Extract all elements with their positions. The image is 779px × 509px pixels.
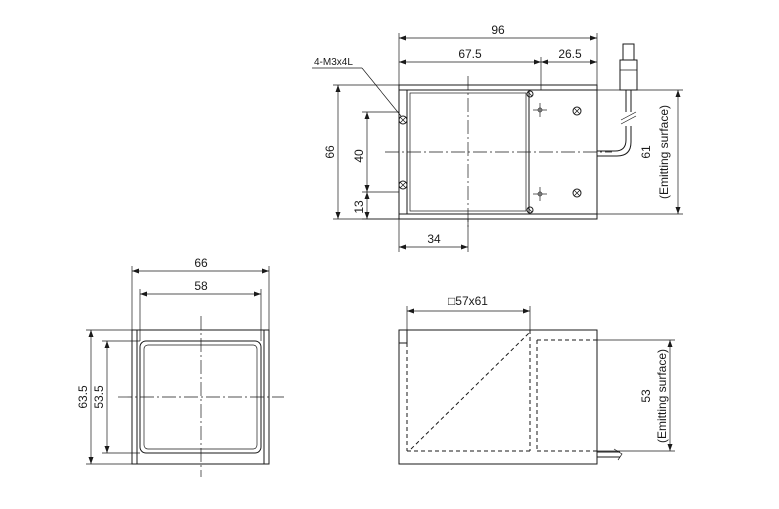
front-view: 96 67.5 26.5 4-M3x4L 66 [312, 23, 683, 252]
dim-96-label: 96 [491, 23, 505, 37]
thread-callout: 4-M3x4L [312, 57, 402, 117]
dimension-emitting-height: 61 (Emitting surface) [597, 89, 683, 215]
dimension-overall-width: 96 [398, 23, 598, 85]
dimension-side-width: 66 [131, 256, 270, 330]
dimension-side-height: 63.5 [76, 329, 132, 465]
top-body-outline [398, 329, 598, 465]
dim-58-label: 58 [194, 279, 208, 293]
dim-53-5-label: 53.5 [92, 385, 106, 409]
dim-67-5-label: 67.5 [458, 47, 482, 61]
dim-40-label: 40 [352, 149, 366, 163]
dim-34-label: 34 [427, 232, 441, 246]
emitting-surface-label: (Emitting surface) [657, 105, 671, 199]
dim-53-label: 53 [639, 389, 653, 403]
dimension-top-emitting-height: 53 (Emitting surface) [597, 339, 675, 452]
dimension-hole-offset: 13 [352, 192, 399, 220]
dim-61-label: 61 [639, 145, 653, 159]
screw-icon [572, 106, 582, 116]
hole-mark-icon [533, 103, 547, 117]
dimension-window-width: 67.5 [399, 47, 542, 90]
dimension-center-offset: 34 [398, 219, 469, 252]
dimension-side-inner-height: 53.5 [92, 340, 140, 454]
dim-13-label: 13 [352, 200, 366, 214]
top-view: □57x61 53 (Emitting surface) [398, 294, 675, 465]
dimension-side-width: 26.5 [541, 47, 597, 65]
diffuser-diagonal [410, 332, 530, 450]
screw-icon [572, 188, 582, 198]
dim-66-label: 66 [323, 145, 337, 159]
screw-icon [398, 180, 408, 190]
dimension-side-inner-width: 58 [139, 279, 262, 341]
screw-icon [398, 115, 408, 125]
dim-63-5-label: 63.5 [76, 385, 90, 409]
emitting-surface-label-top: (Emitting surface) [655, 349, 669, 443]
side-view: 66 58 63.5 53.5 [76, 256, 284, 477]
dim-57x61-label: □57x61 [448, 294, 488, 308]
cable-connector-icon [597, 43, 638, 157]
dimension-window-size: □57x61 [406, 294, 531, 330]
thread-callout-label: 4-M3x4L [314, 57, 353, 68]
hole-mark-icon [533, 187, 547, 201]
dim-66-side-label: 66 [194, 256, 208, 270]
dim-26-5-label: 26.5 [558, 47, 582, 61]
screw-icon [526, 206, 534, 214]
screw-icon [526, 90, 534, 98]
dimension-hole-pitch: 40 [352, 111, 399, 193]
